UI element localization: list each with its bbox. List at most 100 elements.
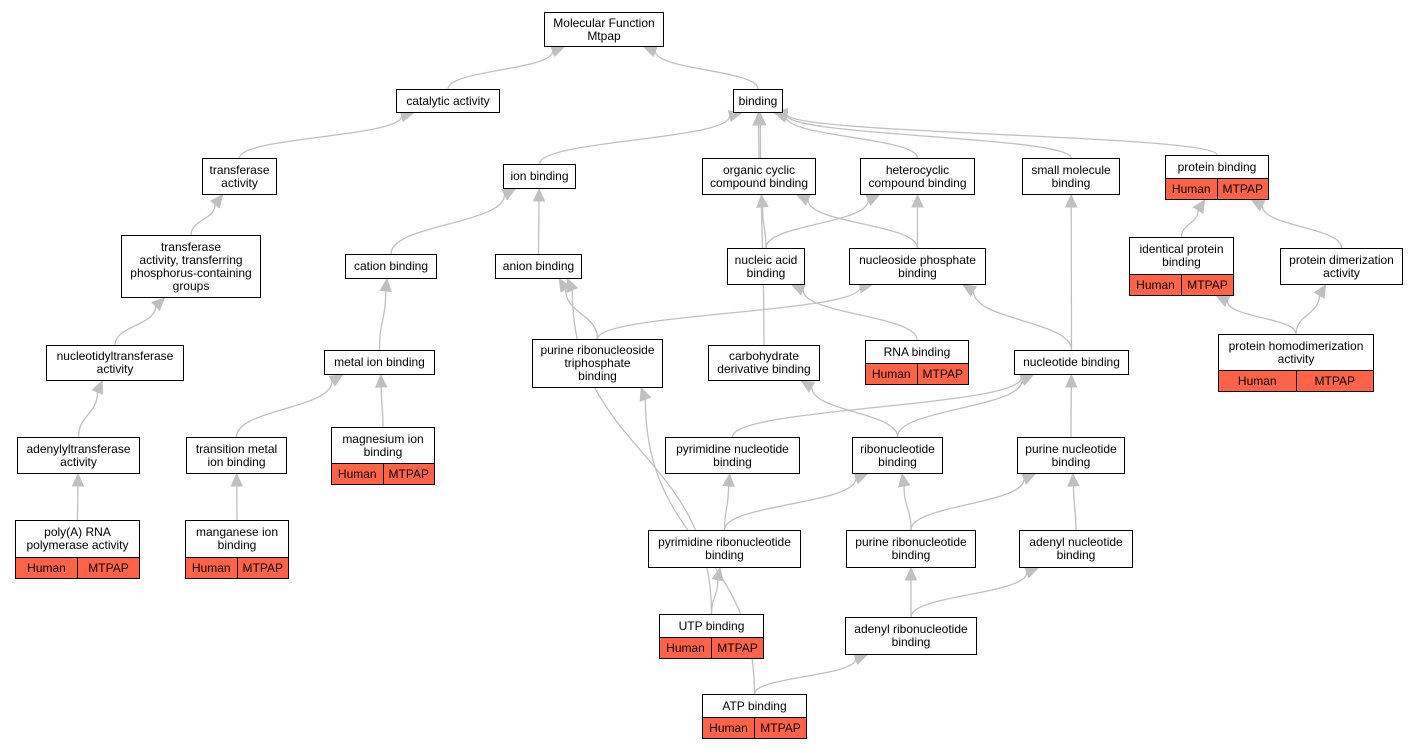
edge-adenylribo-to-adenylnuc — [910, 572, 1028, 618]
edge-rna-to-nucacid — [802, 289, 918, 341]
go-term-nucacid[interactable]: nucleic acid binding — [727, 248, 805, 285]
go-term-label: magnesium ion binding — [342, 431, 424, 459]
go-term-purribo[interactable]: purine ribonucleotide binding — [846, 530, 976, 568]
species-cell: Human — [27, 560, 66, 575]
arrowhead — [1064, 193, 1078, 208]
go-term-label: metal ion binding — [334, 355, 425, 369]
go-term-dimer[interactable]: protein dimerization activity — [1280, 248, 1403, 285]
go-term-label: binding — [738, 93, 778, 108]
go-term-nsp[interactable]: nucleoside phosphate binding — [849, 248, 986, 285]
go-term-catalytic[interactable]: catalytic activity — [396, 89, 500, 113]
arrowhead — [853, 653, 869, 666]
edge-transferase-to-catalytic — [238, 115, 403, 159]
go-term-pyrnuc[interactable]: pyrimidine nucleotide binding — [665, 437, 800, 474]
arrowhead — [756, 193, 769, 208]
go-term-transferase[interactable]: transferase activity — [202, 158, 277, 195]
go-term-label: purine nucleotide binding — [1025, 441, 1117, 469]
go-term-transmetal[interactable]: transition metal ion binding — [186, 437, 287, 474]
go-term-adenylyl[interactable]: adenylyltransferase activity — [17, 437, 140, 474]
go-term-nucleotide[interactable]: nucleotide binding — [1014, 350, 1129, 375]
go-term-label: ATP binding — [722, 698, 787, 713]
edge-purribo-to-purnuc — [910, 478, 1025, 531]
gene-cell: MTPAP — [1181, 275, 1233, 295]
go-term-ion[interactable]: ion binding — [503, 164, 576, 189]
edge-magnesium-to-metal — [380, 386, 384, 428]
arrowhead — [962, 284, 978, 297]
go-term-heterocyclic[interactable]: heterocyclic compound binding — [860, 158, 975, 195]
species-cell: Human — [709, 720, 748, 735]
arrowhead — [904, 566, 918, 581]
go-term-transP[interactable]: transferase activity, transferring phosp… — [121, 235, 261, 298]
edge-prnt-to-nsp — [596, 287, 861, 340]
annotation-row: Human MTPAP — [703, 717, 806, 738]
arrowhead — [642, 45, 658, 58]
go-term-label: RNA binding — [883, 344, 951, 359]
go-term-label: poly(A) RNA polymerase activity — [26, 525, 129, 552]
edge-nucacid-to-heterocyclic — [765, 199, 869, 249]
go-term-label: adenyl ribonucleotide binding — [854, 622, 968, 649]
go-term-label: organic cyclic compound binding — [709, 162, 809, 190]
arrowhead — [911, 193, 924, 208]
go-term-metal[interactable]: metal ion binding — [324, 350, 435, 375]
edge-adenylnuc-to-purnuc — [1072, 485, 1077, 531]
go-term-label: heterocyclic compound binding — [868, 162, 967, 190]
go-term-purnuc[interactable]: purine nucleotide binding — [1017, 437, 1125, 474]
species-cell: Human — [1136, 277, 1175, 292]
arrowhead — [532, 187, 546, 202]
edge-nucleotide-to-nsp — [972, 291, 1073, 351]
go-term-label: carbohydrate derivative binding — [717, 349, 811, 376]
go-term-binding[interactable]: binding — [733, 89, 783, 113]
gene-cell: MTPAP — [754, 718, 806, 738]
go-term-label: transition metal ion binding — [195, 441, 278, 469]
go-term-label: ribonucleotide binding — [860, 441, 935, 469]
go-term-label: transferase activity — [209, 162, 270, 190]
arrowhead — [566, 277, 579, 293]
go-term-smallmol[interactable]: small molecule binding — [1022, 158, 1120, 195]
species-cell: Human — [191, 560, 231, 575]
species-cell: Human — [871, 366, 911, 381]
go-term-organic[interactable]: organic cyclic compound binding — [702, 158, 816, 195]
arrowhead — [1192, 198, 1206, 214]
go-term-label: anion binding — [502, 259, 575, 273]
arrowhead — [897, 472, 911, 488]
edge-cation-to-ion — [390, 194, 506, 255]
arrowhead — [800, 380, 816, 393]
go-term-adenylnuc[interactable]: adenyl nucleotide binding — [1019, 530, 1133, 568]
go-term-pyrribo[interactable]: pyrimidine ribonucleotide binding — [648, 530, 801, 568]
go-term-label: small molecule binding — [1031, 162, 1111, 190]
go-term-adenylribo[interactable]: adenyl ribonucleotide binding — [845, 617, 977, 655]
edge-prnt-to-anion — [564, 289, 599, 340]
go-term-nuctrans[interactable]: nucleotidyltransferase activity — [46, 345, 184, 381]
go-term-cation[interactable]: cation binding — [345, 254, 437, 279]
edge-heterocyclic-to-binding — [785, 116, 919, 159]
go-term-carbo[interactable]: carbohydrate derivative binding — [708, 345, 820, 381]
arrowhead — [1215, 295, 1231, 308]
go-term-anion[interactable]: anion binding — [495, 254, 582, 279]
arrowhead — [91, 379, 104, 395]
go-term-label: manganese ion binding — [195, 525, 279, 552]
go-term-label: purine ribonucleoside triphosphate bindi… — [540, 343, 655, 383]
edge-smallmol-to-binding — [785, 114, 1072, 159]
arrowhead — [754, 111, 767, 126]
go-term-ribonuc[interactable]: ribonucleotide binding — [852, 437, 943, 474]
go-term-label: protein binding — [1177, 159, 1257, 174]
edge-pyrnuc-to-nucleotide — [731, 377, 1023, 438]
go-term-label: purine ribonucleotide binding — [855, 535, 967, 562]
go-term-mf[interactable]: Molecular Function Mtpap — [544, 12, 664, 47]
go-term-prnt[interactable]: purine ribonucleoside triphosphate bindi… — [532, 339, 663, 388]
gene-cell: MTPAP — [382, 464, 435, 484]
species-cell: Human — [666, 640, 705, 655]
